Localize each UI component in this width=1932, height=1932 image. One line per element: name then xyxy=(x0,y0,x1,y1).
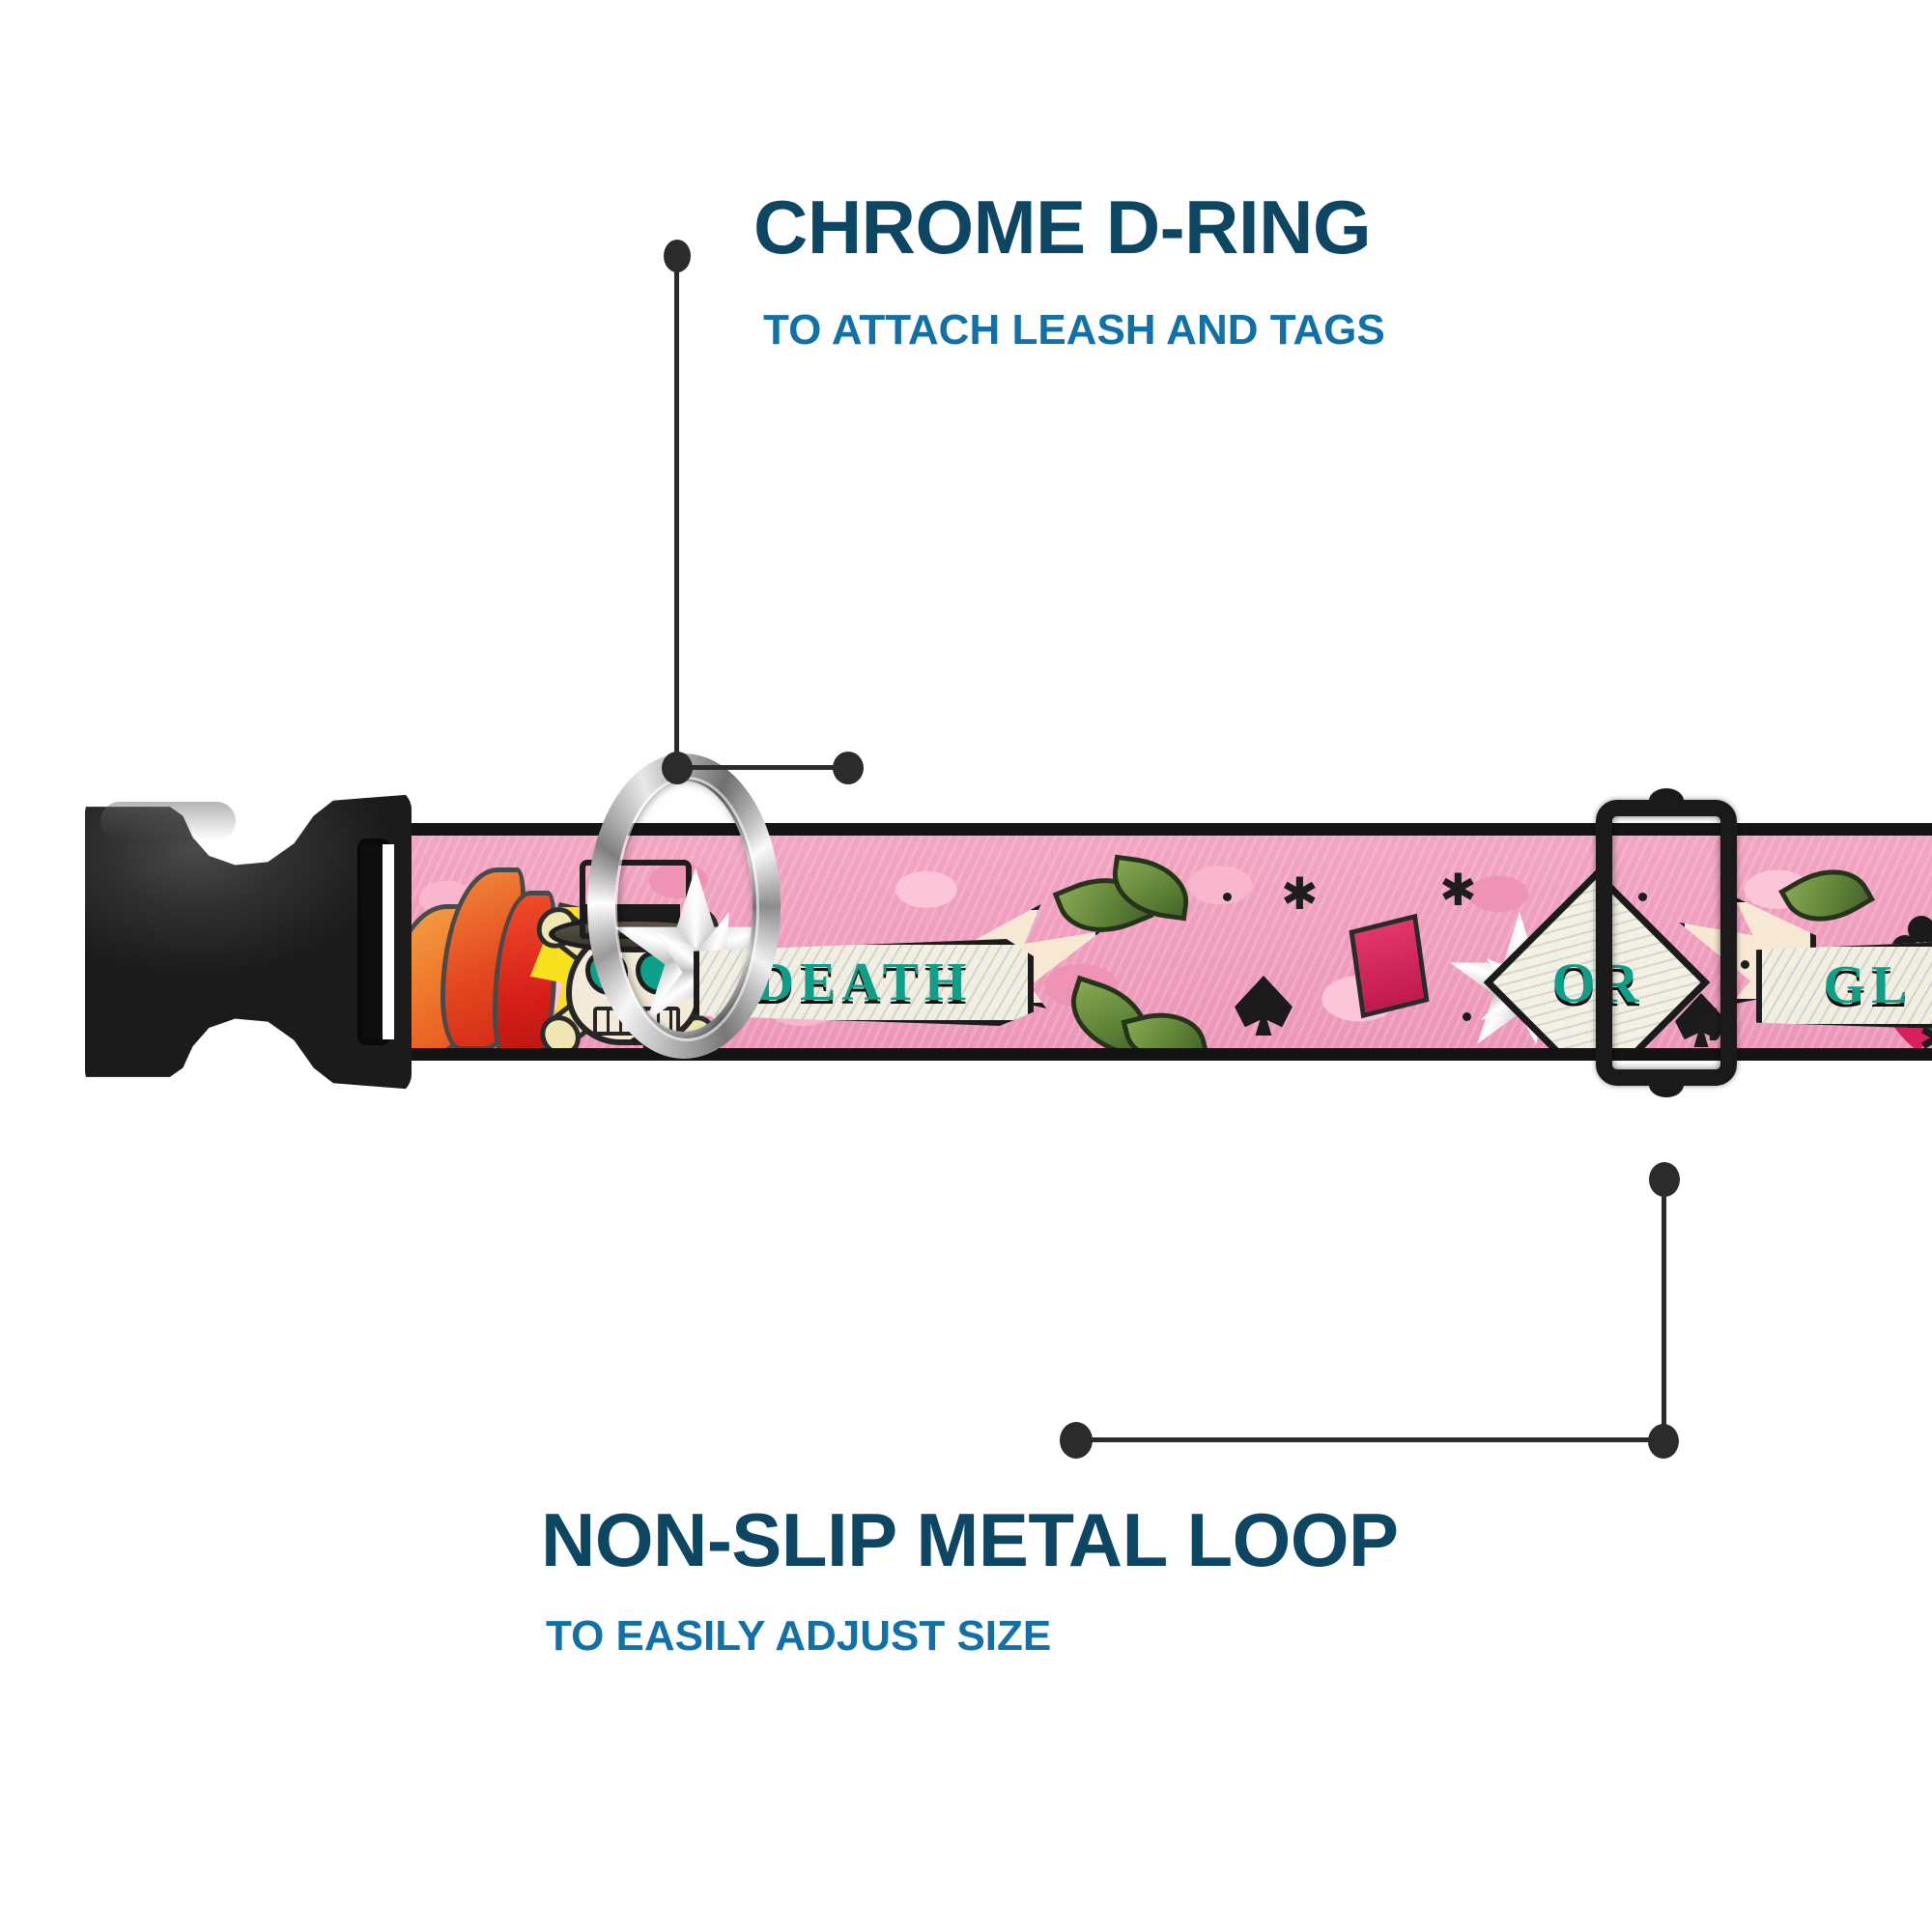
leader-line-vertical-bottom xyxy=(1662,1179,1666,1441)
metal-loop-notch-top xyxy=(1649,788,1684,813)
d-ring-inner-edge xyxy=(614,777,759,1041)
buckle-slot-gap xyxy=(383,844,394,1039)
callout-title-chrome-d-ring: CHROME D-RING xyxy=(753,185,1372,270)
leader-line-horizontal-top xyxy=(676,765,850,770)
webbing-edge-top xyxy=(384,823,1932,836)
metal-loop-frame xyxy=(1596,800,1737,1086)
chrome-d-ring xyxy=(587,753,781,1059)
webbing-edge-bottom xyxy=(384,1048,1932,1061)
buckle-highlight xyxy=(100,802,236,840)
dog-collar-product: DEATH ✱ ✱ ✱ ✱ ✱ xyxy=(0,753,1932,1169)
asterisk-sparkle-icon: ✱ xyxy=(1439,864,1477,916)
leader-line-vertical-top xyxy=(674,253,679,768)
leader-line-horizontal-bottom xyxy=(1090,1437,1663,1442)
callout-title-non-slip-metal-loop: NON-SLIP METAL LOOP xyxy=(541,1497,1399,1582)
leader-dot-top-end xyxy=(833,752,864,784)
side-release-buckle xyxy=(85,788,412,1095)
leader-dot-bottom-end xyxy=(1060,1422,1093,1459)
callout-subtitle-non-slip-metal-loop: TO EASILY ADJUST SIZE xyxy=(546,1612,1052,1660)
diamond-suit-icon xyxy=(1349,913,1430,1019)
asterisk-sparkle-icon: ✱ xyxy=(1281,867,1319,920)
metal-loop-notch-bottom xyxy=(1649,1072,1684,1097)
spade-suit-icon xyxy=(1235,976,1293,1036)
banner-text-glory: GL xyxy=(1756,941,1932,1030)
callout-subtitle-chrome-d-ring: TO ATTACH LEASH AND TAGS xyxy=(763,306,1385,354)
non-slip-metal-loop xyxy=(1596,788,1737,1097)
